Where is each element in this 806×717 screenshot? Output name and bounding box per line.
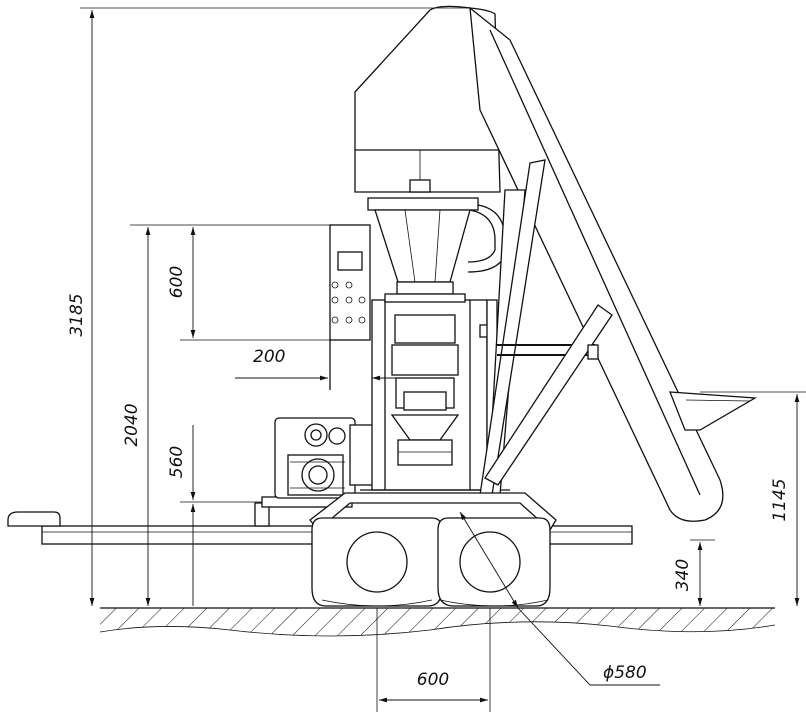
dim-label-wheel-diameter: ϕ580: [603, 663, 647, 683]
support-struts: [479, 159, 613, 496]
hopper-funnel: [367, 197, 479, 303]
engine: [274, 417, 377, 499]
dim-label-panel-height: 2040: [122, 403, 142, 446]
wheel-front: [311, 517, 443, 607]
dim-label-ground-clearance: 340: [673, 559, 693, 591]
dim-label-engine-section: 560: [167, 446, 187, 478]
dim-label-offset: 200: [253, 347, 285, 367]
ground: [99, 607, 776, 637]
dim-label-discharge-height: 1145: [770, 478, 790, 521]
dim-label-axle-spacing: 600: [417, 670, 449, 690]
dim-label-total-height: 3185: [67, 293, 87, 336]
dim-label-hopper-section: 600: [167, 266, 187, 298]
main-tower: [360, 299, 510, 491]
dimension-lines: [80, 7, 806, 712]
control-panel: [329, 224, 371, 390]
wheel-rear: [437, 517, 551, 607]
inclined-conveyor: [467, 6, 758, 522]
